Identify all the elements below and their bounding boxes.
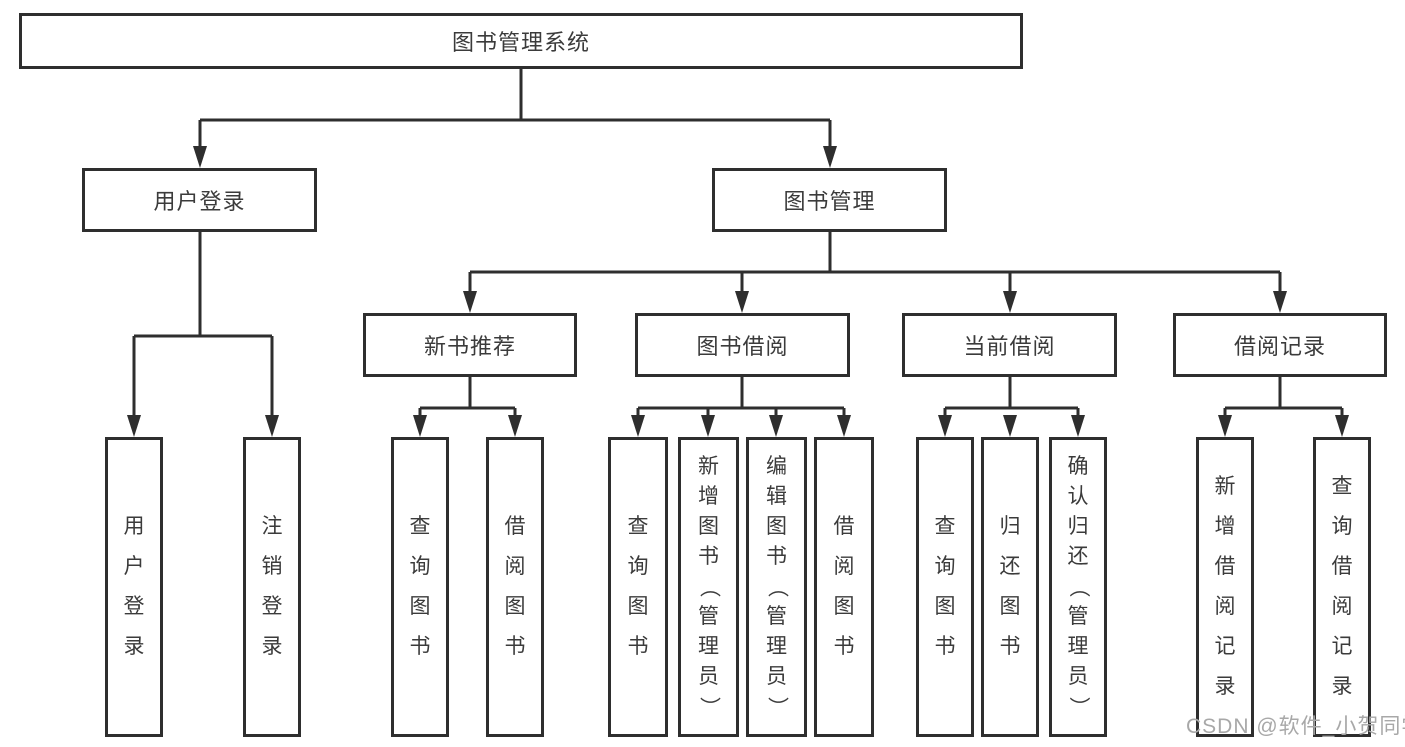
node-user-login: 用户登录 — [82, 168, 317, 232]
node-user-login-action: 用户登录 — [105, 437, 163, 737]
node-bb-borrow-books: 借阅图书 — [814, 437, 874, 737]
node-logout-action: 注销登录 — [243, 437, 301, 737]
node-cb-query-books: 查询图书 — [916, 437, 974, 737]
node-book-borrowing: 图书借阅 — [635, 313, 850, 377]
node-root: 图书管理系统 — [19, 13, 1023, 69]
node-nb-borrow-books: 借阅图书 — [486, 437, 544, 737]
watermark: CSDN @软件_小贺同学 — [1186, 715, 1405, 738]
node-nb-query-books: 查询图书 — [391, 437, 449, 737]
node-bb-query-books: 查询图书 — [608, 437, 668, 737]
node-current-borrowing: 当前借阅 — [902, 313, 1117, 377]
node-br-add-record: 新增借阅记录 — [1196, 437, 1254, 737]
node-bb-edit-books-admin: 编辑图书（管理员） — [746, 437, 807, 737]
node-book-management: 图书管理 — [712, 168, 947, 232]
node-bb-add-books-admin: 新增图书（管理员） — [678, 437, 739, 737]
node-new-book-recommend: 新书推荐 — [363, 313, 577, 377]
node-br-query-record: 查询借阅记录 — [1313, 437, 1371, 737]
node-cb-confirm-return-admin: 确认归还（管理员） — [1049, 437, 1107, 737]
node-borrowing-records: 借阅记录 — [1173, 313, 1387, 377]
node-cb-return-books: 归还图书 — [981, 437, 1039, 737]
